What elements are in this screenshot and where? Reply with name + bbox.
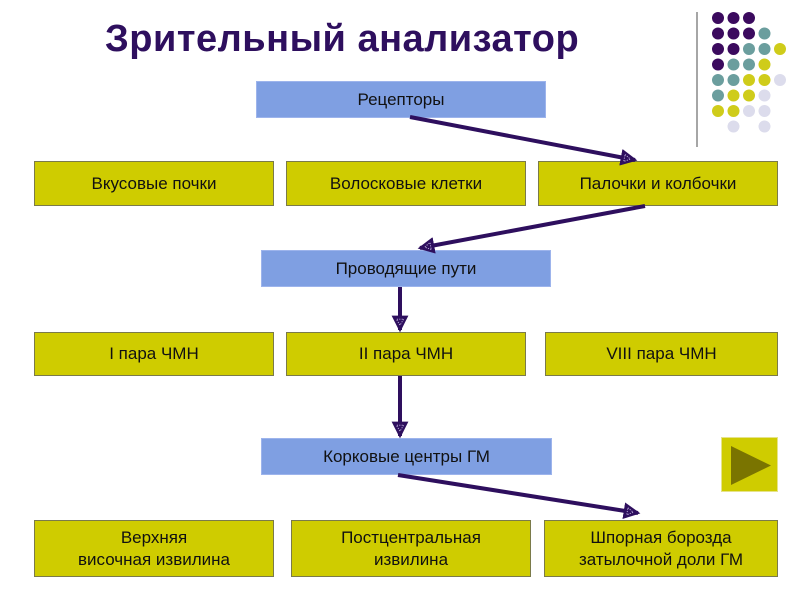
decorative-dot (743, 89, 755, 102)
decorative-dot (727, 74, 740, 86)
decorative-dot (712, 74, 724, 86)
option-label-line1: Верхняя (120, 527, 188, 547)
decorative-dot (743, 12, 755, 24)
option-label: I пара ЧМН (109, 344, 199, 363)
decorative-dot (743, 74, 755, 86)
cortex-header-box: Корковые центры ГМ (261, 438, 552, 475)
decorative-dot (727, 58, 740, 71)
option-label: Верхняя височная извилина (78, 527, 230, 571)
decorative-dot (758, 27, 771, 40)
decorative-divider (696, 12, 698, 147)
option-label-line2: извилина (373, 549, 449, 569)
decorative-dot (758, 74, 771, 86)
decorative-dot (743, 43, 755, 55)
arrow-cortex-to-calcarine (397, 473, 641, 520)
pathways-header-label: Проводящие пути (335, 258, 477, 278)
decorative-dot (727, 12, 740, 24)
option-label-line1: Шпорная борозда (590, 527, 732, 547)
option-box-rods-cones[interactable]: Палочки и колбочки (538, 161, 778, 206)
decorative-dot (774, 74, 786, 86)
option-box-taste-buds[interactable]: Вкусовые почки (34, 161, 274, 206)
decorative-dot (727, 43, 740, 55)
option-label: Постцентральная извилина (341, 527, 481, 571)
option-box-temporal-gyrus[interactable]: Верхняя височная извилина (34, 520, 274, 577)
option-label-line1: Постцентральная (341, 527, 481, 547)
next-slide-button[interactable] (721, 437, 778, 492)
option-label-line2: затылочной доли ГМ (578, 549, 744, 569)
decorative-dot (712, 27, 724, 40)
receptors-header-label: Рецепторы (357, 89, 445, 109)
decorative-dot (712, 58, 724, 71)
slide-title: Зрительный анализатор (105, 18, 580, 60)
decorative-dot (743, 27, 755, 40)
decorative-dot (727, 89, 740, 102)
option-label: Вкусовые почки (91, 173, 217, 193)
option-box-calcarine-sulcus[interactable]: Шпорная борозда затылочной доли ГМ (544, 520, 778, 577)
decorative-dot (712, 105, 724, 117)
decorative-dot (774, 43, 786, 55)
decorative-dot (758, 58, 771, 71)
cortex-header-label: Корковые центры ГМ (323, 446, 490, 466)
decorative-dot (758, 43, 771, 55)
arrow-receptors-to-rods (409, 115, 638, 166)
play-triangle-icon (731, 446, 771, 485)
option-label: Палочки и колбочки (579, 173, 737, 193)
option-label: II пара ЧМН (358, 344, 454, 363)
decorative-dot (743, 58, 755, 71)
option-label-line2: височная извилина (77, 549, 230, 569)
decorative-dot (727, 120, 740, 133)
decorative-dot (758, 105, 771, 117)
decorative-dot (758, 89, 771, 102)
option-label: Волосковые клетки (329, 173, 483, 193)
option-box-cranial-nerve-1[interactable]: I пара ЧМН (34, 332, 274, 376)
decorative-dot (727, 27, 740, 40)
receptors-header-box: Рецепторы (256, 81, 546, 118)
decorative-dot (712, 43, 724, 55)
decorative-dot (758, 120, 771, 133)
option-label: VIII пара ЧМН (606, 344, 717, 363)
decorative-dot (727, 105, 740, 117)
option-label: Шпорная борозда затылочной доли ГМ (579, 527, 743, 571)
pathways-header-box: Проводящие пути (261, 250, 551, 287)
option-box-postcentral-gyrus[interactable]: Постцентральная извилина (291, 520, 531, 577)
decorative-dot (712, 89, 724, 102)
decorative-dot (712, 12, 724, 24)
arrow-rods-to-pathways (417, 204, 646, 254)
decorative-dot (743, 105, 755, 117)
option-box-cranial-nerve-2[interactable]: II пара ЧМН (286, 332, 526, 376)
option-box-hair-cells[interactable]: Волосковые клетки (286, 161, 526, 206)
option-box-cranial-nerve-8[interactable]: VIII пара ЧМН (545, 332, 778, 376)
